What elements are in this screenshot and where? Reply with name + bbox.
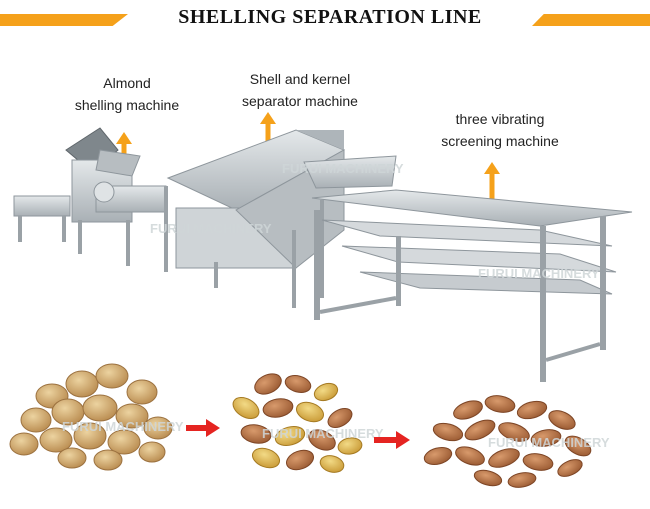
right-arrow-icon — [374, 431, 410, 449]
screening-machine — [303, 155, 633, 382]
page-title: SHELLING SEPARATION LINE — [178, 6, 482, 28]
up-arrow-icon — [260, 112, 276, 160]
label-shelling-line2: shelling machine — [74, 97, 180, 113]
watermark-text: FURUI MACHINERY — [488, 435, 610, 450]
whole-almond-pile — [9, 363, 173, 471]
label-separator-line1: Shell and kernel — [249, 71, 351, 87]
label-shelling-machine: Almond shelling machine — [62, 72, 192, 116]
watermark-text: FURUI MACHINERY — [478, 266, 600, 281]
label-screening-line2: screening machine — [441, 133, 559, 149]
watermark-text: FURUI MACHINERY — [150, 221, 272, 236]
watermark-text: FURUI MACHINERY — [262, 426, 384, 441]
label-screening-machine: three vibrating screening machine — [425, 108, 575, 152]
shell-kernel-mixture-pile — [232, 373, 363, 473]
label-separator-line2: separator machine — [242, 93, 358, 109]
almond-kernel-pile — [423, 395, 592, 488]
shelling-machine — [13, 127, 167, 266]
up-arrow-icon — [484, 162, 500, 208]
watermark-text: FURUI MACHINERY — [282, 161, 404, 176]
label-separator-machine: Shell and kernel separator machine — [225, 68, 375, 112]
header-accent-bar-right — [532, 14, 650, 26]
right-arrow-icon — [186, 419, 220, 437]
label-shelling-line1: Almond — [103, 75, 151, 91]
watermark-text: FURUI MACHINERY — [62, 419, 184, 434]
label-screening-line1: three vibrating — [455, 111, 545, 127]
header-accent-bar-left — [0, 14, 128, 26]
